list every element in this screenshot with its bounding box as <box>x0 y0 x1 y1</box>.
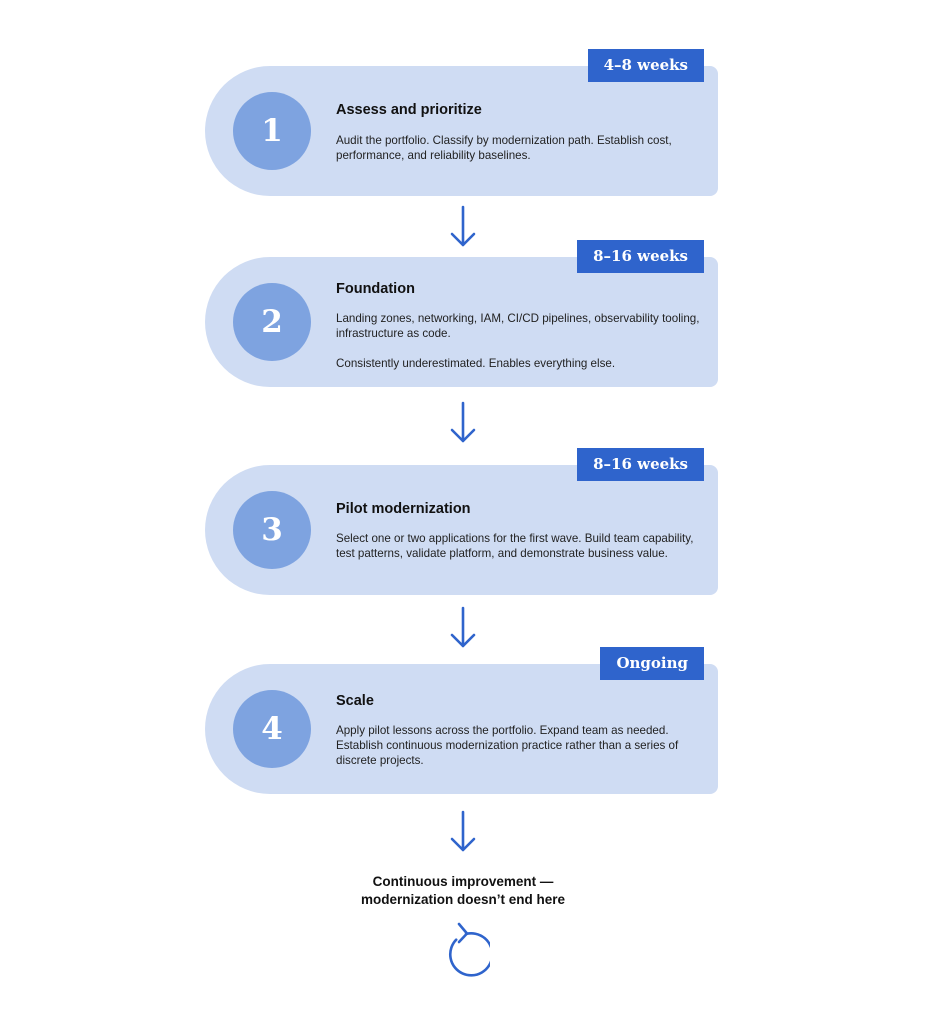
step-description-paragraph: Audit the portfolio. Classify by moderni… <box>336 134 672 162</box>
step-description-paragraph: Consistently underestimated. Enables eve… <box>336 357 616 370</box>
arrow-down-icon <box>450 810 476 852</box>
step-2-card: 2 Foundation Landing zones, networking, … <box>205 240 718 387</box>
step-title: Assess and prioritize <box>336 102 482 118</box>
step-description: Select one or two applications for the f… <box>336 531 706 561</box>
conclusion-line-2: modernization doesn’t end here <box>360 892 566 907</box>
step-4-card: 4 Scale Apply pilot lessons across the p… <box>205 647 718 794</box>
refresh-icon <box>448 922 490 977</box>
duration-badge: 4–8 weeks <box>587 49 704 82</box>
duration-badge: Ongoing <box>600 647 704 680</box>
arrow-down-icon <box>450 401 476 443</box>
step-description: Audit the portfolio. Classify by moderni… <box>336 133 706 163</box>
conclusion-line-1: Continuous improvement — <box>372 874 554 889</box>
arrow-down-icon <box>450 205 476 247</box>
step-description-paragraph: Apply pilot lessons across the portfolio… <box>336 724 679 767</box>
step-number: 2 <box>233 283 311 361</box>
duration-badge: 8–16 weeks <box>577 240 704 273</box>
step-title: Foundation <box>336 281 415 297</box>
step-number: 4 <box>233 690 311 768</box>
step-description: Apply pilot lessons across the portfolio… <box>336 723 706 768</box>
duration-badge: 8–16 weeks <box>577 448 704 481</box>
step-3-card: 3 Pilot modernization Select one or two … <box>205 448 718 595</box>
step-description-paragraph: Select one or two applications for the f… <box>336 532 694 560</box>
step-title: Scale <box>336 693 374 709</box>
step-number: 3 <box>233 491 311 569</box>
step-description-paragraph: Landing zones, networking, IAM, CI/CD pi… <box>336 312 700 340</box>
step-1-card: 1 Assess and prioritize Audit the portfo… <box>205 49 718 196</box>
step-title: Pilot modernization <box>336 501 471 517</box>
step-number: 1 <box>233 92 311 170</box>
arrow-down-icon <box>450 606 476 648</box>
step-description: Landing zones, networking, IAM, CI/CD pi… <box>336 311 706 371</box>
conclusion-text: Continuous improvement — modernization d… <box>313 873 613 909</box>
